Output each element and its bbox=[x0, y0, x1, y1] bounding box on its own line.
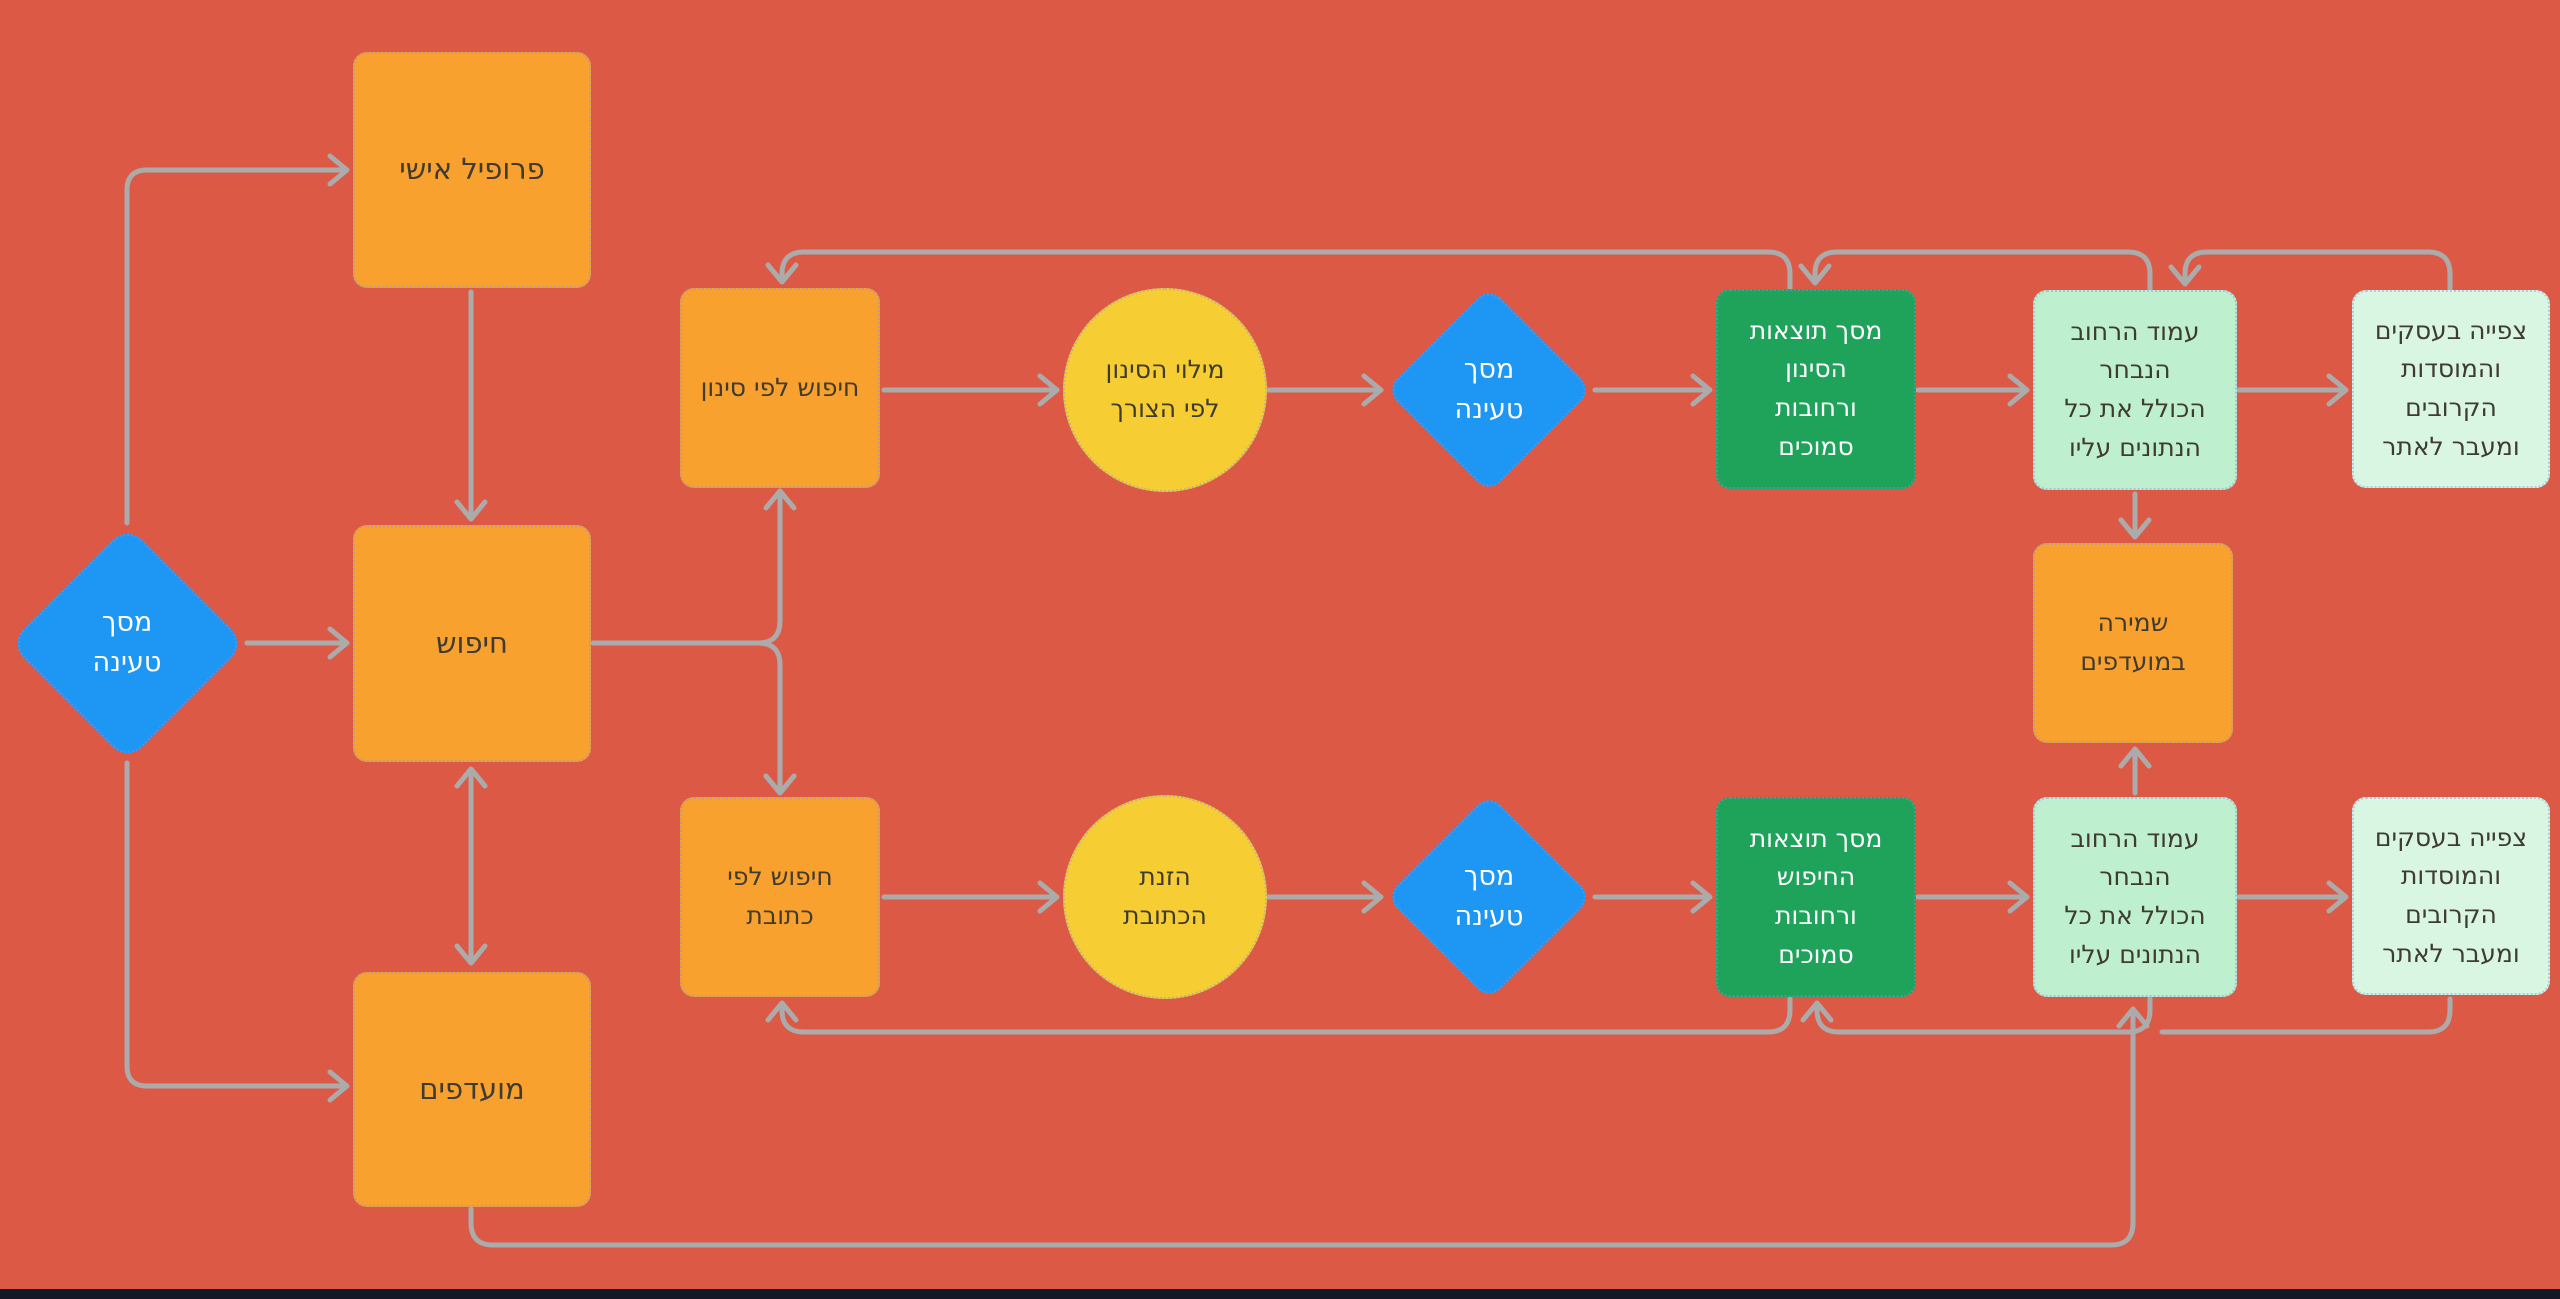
node-loading-top[interactable]: מסך טעינה bbox=[1385, 286, 1593, 494]
node-businesses-bottom[interactable]: צפייה בעסקים והמוסדות הקרובים ומעבר לאתר bbox=[2352, 797, 2550, 995]
window-bottom-edge bbox=[0, 1289, 2560, 1299]
feedback-businesses-to-street-page[interactable] bbox=[2168, 249, 2453, 293]
connector-search-to-filter-search[interactable] bbox=[755, 488, 797, 646]
feedback-businesses2-merge[interactable] bbox=[2159, 996, 2453, 1035]
feedback-street-page2-to-search-results[interactable] bbox=[1800, 996, 2153, 1035]
node-label: חיפוש bbox=[436, 625, 508, 660]
connector-loading-to-favorites[interactable] bbox=[124, 760, 350, 1103]
feedback-filter-results-to-filter-search[interactable] bbox=[765, 249, 1793, 293]
node-label: חיפוש לפי כתובת bbox=[727, 862, 833, 930]
node-label: חיפוש לפי סינון bbox=[700, 372, 860, 402]
node-loading-main[interactable]: מסך טעינה bbox=[8, 524, 246, 762]
connector-favorites-to-street-page2[interactable] bbox=[468, 1006, 2150, 1248]
feedback-street-page-to-filter-results[interactable] bbox=[1798, 249, 2153, 293]
node-filter-results[interactable]: מסך תוצאות הסינון ורחובות סמוכים bbox=[1716, 289, 1916, 489]
node-label: הזנת הכתובת bbox=[1123, 862, 1207, 930]
node-label: פרופיל אישי bbox=[399, 152, 545, 187]
node-street-page-top[interactable]: עמוד הרחוב הנבחר הכולל את כל הנתונים עלי… bbox=[2033, 290, 2237, 490]
node-label: עמוד הרחוב הנבחר הכולל את כל הנתונים עלי… bbox=[2064, 823, 2206, 969]
node-enter-address[interactable]: הזנת הכתובת bbox=[1063, 795, 1267, 999]
node-label: מילוי הסינון לפי הצורך bbox=[1105, 355, 1225, 423]
node-profile[interactable]: פרופיל אישי bbox=[353, 52, 591, 288]
node-label: מסך טעינה bbox=[1454, 860, 1524, 933]
node-label: מסך טעינה bbox=[1454, 353, 1524, 426]
node-label: צפייה בעסקים והמוסדות הקרובים ומעבר לאתר bbox=[2374, 822, 2528, 968]
node-favorites[interactable]: מועדפים bbox=[353, 972, 591, 1207]
node-label: שמירה במועדפים bbox=[2080, 608, 2186, 676]
node-label: מסך תוצאות הסינון ורחובות סמוכים bbox=[1749, 315, 1883, 461]
feedback-search-results-to-address-search[interactable] bbox=[765, 996, 1793, 1035]
node-label: עמוד הרחוב הנבחר הכולל את כל הנתונים עלי… bbox=[2064, 316, 2206, 462]
node-fill-filter[interactable]: מילוי הסינון לפי הצורך bbox=[1063, 288, 1267, 492]
connector-loading-to-profile[interactable] bbox=[124, 153, 350, 526]
node-save-favorites[interactable]: שמירה במועדפים bbox=[2033, 543, 2233, 743]
node-address-search[interactable]: חיפוש לפי כתובת bbox=[680, 797, 880, 997]
node-label: מועדפים bbox=[419, 1071, 525, 1106]
node-label: צפייה בעסקים והמוסדות הקרובים ומעבר לאתר bbox=[2374, 315, 2528, 461]
node-street-page-bottom[interactable]: עמוד הרחוב הנבחר הכולל את כל הנתונים עלי… bbox=[2033, 797, 2237, 997]
node-search[interactable]: חיפוש bbox=[353, 525, 591, 762]
node-filter-search[interactable]: חיפוש לפי סינון bbox=[680, 288, 880, 488]
node-label: מסך תוצאות החיפוש ורחובות סמוכים bbox=[1749, 823, 1883, 969]
node-label: מסך טעינה bbox=[92, 606, 162, 679]
node-search-results[interactable]: מסך תוצאות החיפוש ורחובות סמוכים bbox=[1716, 797, 1916, 997]
node-businesses-top[interactable]: צפייה בעסקים והמוסדות הקרובים ומעבר לאתר bbox=[2352, 290, 2550, 488]
node-loading-bottom[interactable]: מסך טעינה bbox=[1385, 793, 1593, 1001]
connector-search-to-address-search[interactable] bbox=[755, 640, 797, 796]
